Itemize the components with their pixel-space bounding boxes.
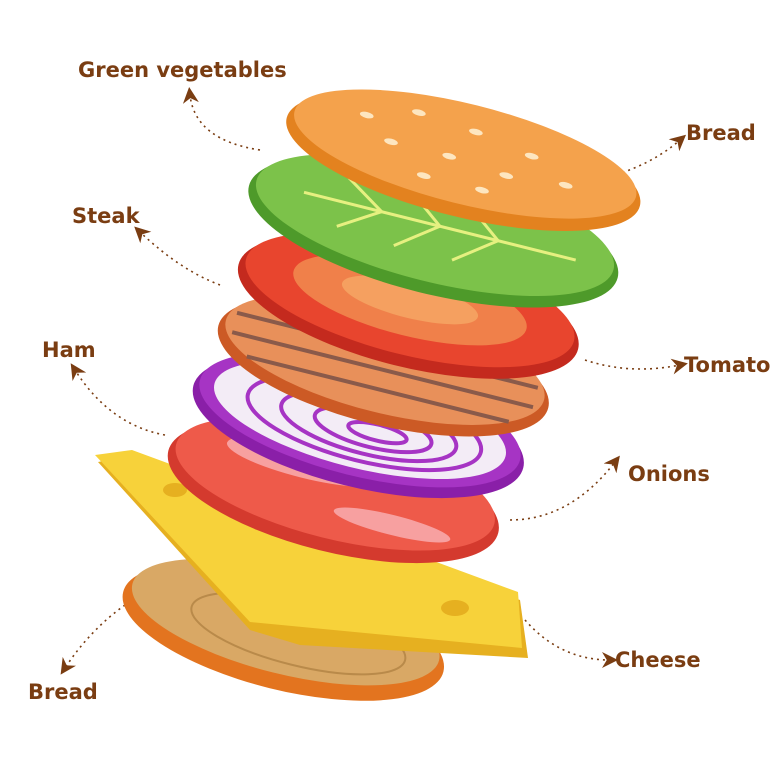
lettuce-leaf	[248, 154, 619, 308]
label-bread-bottom: Bread	[28, 680, 98, 704]
label-green-vegetables: Green vegetables	[78, 58, 287, 82]
label-onions: Onions	[628, 462, 710, 486]
leader-tomato	[584, 358, 688, 375]
top-bread-slice	[286, 89, 641, 231]
leader-steak	[134, 226, 221, 286]
label-ham: Ham	[42, 338, 96, 362]
leader-bread-top	[569, 134, 687, 186]
leader-bread-bottom	[60, 604, 126, 675]
leader-ham	[70, 363, 166, 436]
leader-cheese	[524, 619, 618, 668]
label-steak: Steak	[72, 204, 140, 228]
label-cheese: Cheese	[615, 648, 701, 672]
leader-green-vegetables	[182, 87, 261, 151]
leader-onions	[509, 455, 620, 521]
tomato-slice	[237, 232, 579, 379]
label-bread-top: Bread	[686, 121, 756, 145]
label-tomato: Tomato	[684, 353, 770, 377]
